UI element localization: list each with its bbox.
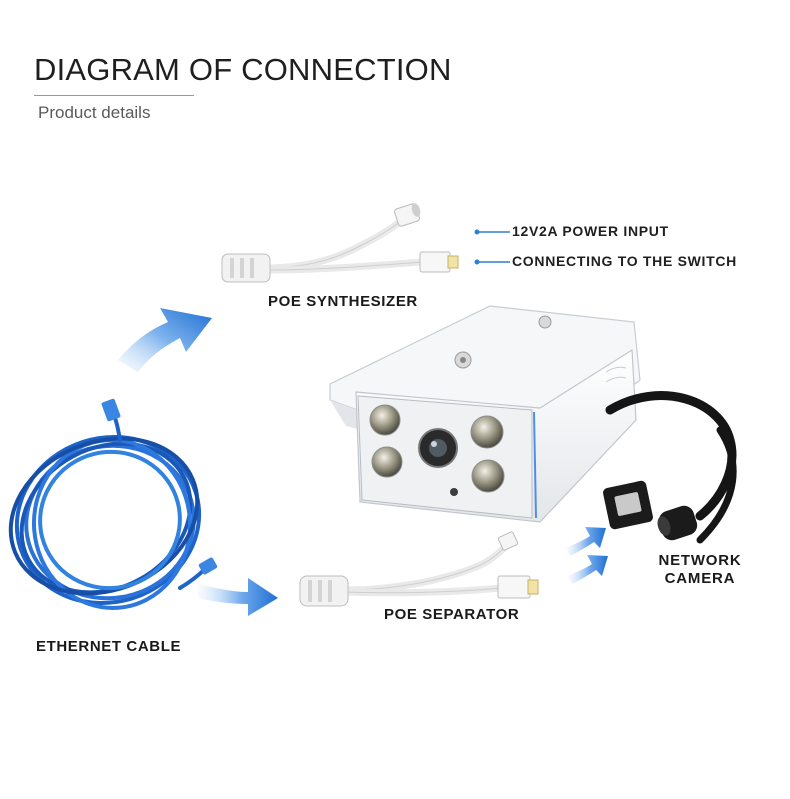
arrow-icon-right	[198, 578, 278, 616]
label-ethernet-cable: ETHERNET CABLE	[36, 638, 182, 655]
poe-synthesizer-icon	[221, 203, 459, 283]
poe-separator-icon	[299, 531, 539, 607]
ethernet-cable-icon	[8, 408, 208, 610]
page-title: DIAGRAM OF CONNECTION	[34, 52, 452, 87]
label-poe-synthesizer: POE SYNTHESIZER	[268, 293, 418, 310]
label-network-camera-line1: NETWORK	[658, 552, 742, 569]
label-network-camera-line2: CAMERA	[664, 570, 736, 587]
arrow-icon-camera	[566, 527, 608, 584]
rj45-plug-icon	[101, 398, 218, 575]
page-subtitle: Product details	[38, 103, 151, 122]
label-poe-separator: POE SEPARATOR	[384, 606, 520, 623]
title-divider	[34, 95, 194, 96]
callout-switch: CONNECTING TO THE SWITCH	[512, 253, 737, 269]
callout-marker-power	[474, 229, 510, 235]
arrow-icon-up	[118, 308, 212, 372]
label-network-camera: NETWORK CAMERA	[640, 552, 760, 588]
callout-power-input: 12V2A POWER INPUT	[512, 223, 669, 239]
callout-marker-switch	[474, 259, 510, 265]
network-camera-icon	[329, 305, 737, 544]
